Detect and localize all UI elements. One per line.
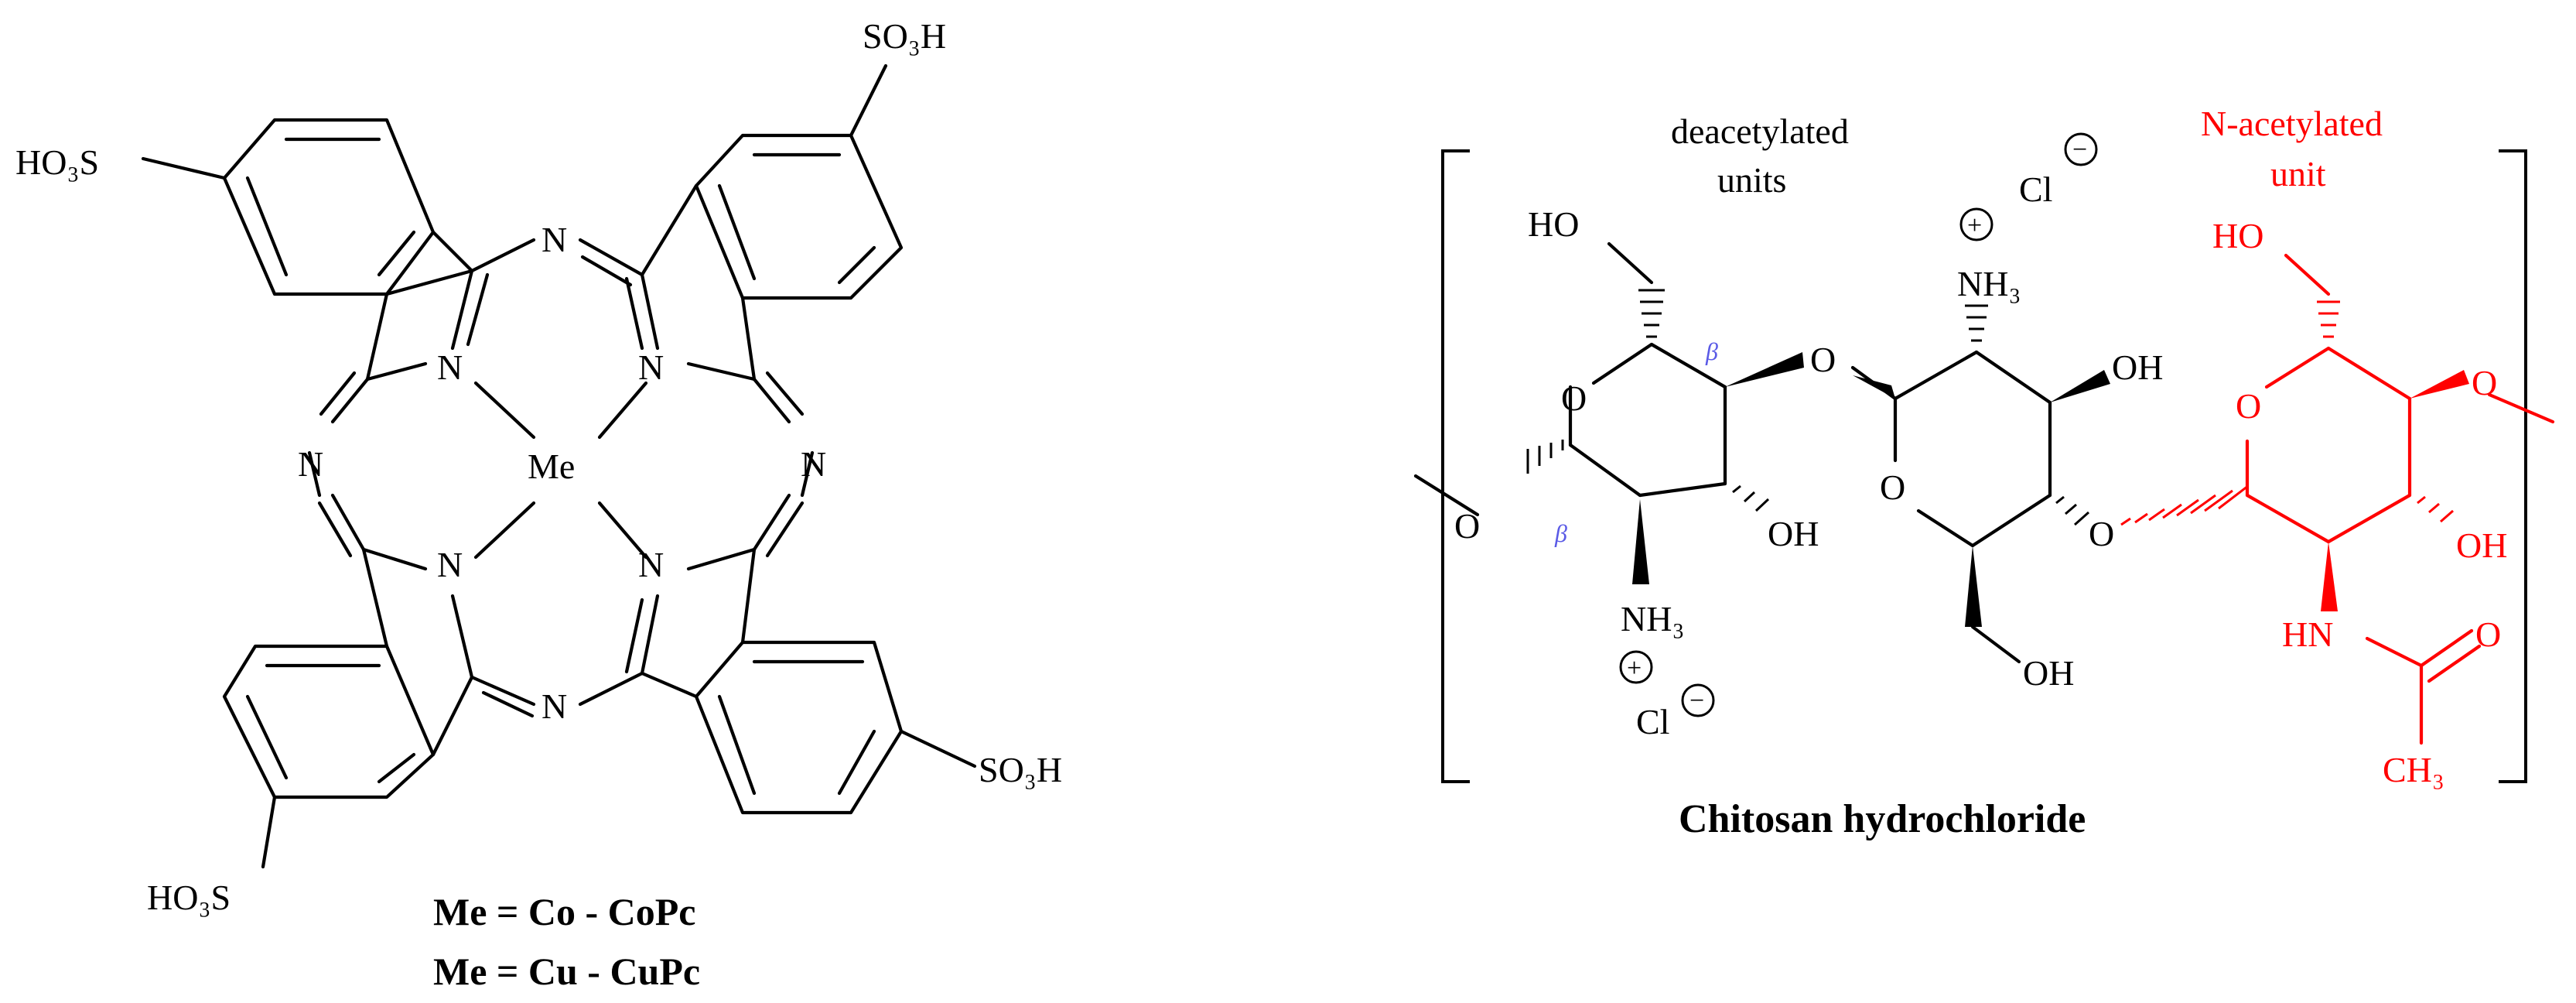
n-acetylglucosamine-unit: HO O O OH HN O CH₃ (2120, 216, 2555, 789)
unit2-minus-circle (2064, 132, 2098, 166)
pyrrole-n-bottom-right: N (638, 545, 664, 584)
unit3-carbonyl-o: O (2475, 614, 2501, 654)
pyrrole-n-top-right: N (638, 347, 664, 387)
meso-n-left: N (298, 444, 323, 484)
unit1-minus-sign: − (1689, 686, 1704, 715)
unit3-ring-o: O (2236, 386, 2261, 426)
bridging-o-1: O (1810, 340, 1836, 379)
unit1-plus-sign: + (1627, 654, 1642, 683)
benzene-ring-bottom-right (694, 640, 904, 815)
center-metal-label: Me (528, 447, 575, 486)
unit2-nh3: NH₃ (1957, 264, 2021, 303)
legend-copper: Me = Cu - CuPc (433, 950, 700, 993)
chitosan-title: Chitosan hydrochloride (1679, 797, 2086, 841)
unit3-ho: HO (2212, 216, 2263, 255)
beta-label-1: β (1705, 337, 1718, 365)
unit3-hn: HN (2282, 614, 2333, 654)
sulfonate-bonds (141, 63, 977, 869)
unit2-minus-sign: − (2072, 135, 2087, 164)
phthalocyanine-structure: N N N N N N N N Me SO₃H HO₃S SO₃H HO₃S M… (15, 16, 1062, 993)
bracket-right (2499, 149, 2527, 783)
deacetylated-label-1: deacetylated (1671, 111, 1849, 151)
bracket-left (1441, 149, 1470, 783)
acetylated-label-1: N-acetylated (2201, 104, 2383, 143)
meso-n-top: N (542, 220, 567, 259)
benzene-ring-top-left (222, 118, 436, 296)
metal-coordination-bonds (473, 381, 648, 560)
deacetylated-label-2: units (1717, 160, 1786, 200)
pyrrole-ring-top-right (624, 183, 805, 424)
glucosamine-unit-2: O O NH₃ + Cl − OH OH O (1810, 132, 2163, 693)
pyrrole-ring-bottom-right (624, 493, 805, 699)
chitosan-structure: deacetylated units N-acetylated unit (1413, 104, 2555, 841)
unit2-oh: OH (2112, 347, 2163, 387)
unit1-oh: OH (1768, 514, 1819, 553)
benzene-ring-top-right (694, 133, 904, 300)
sulfonate-bottom-left: HO₃S (147, 878, 231, 917)
benzene-ring-bottom-left (222, 644, 436, 799)
unit1-minus-circle (1681, 683, 1715, 717)
unit3-glycosidic-o: O (2472, 363, 2497, 402)
legend-cobalt: Me = Co - CoPc (433, 890, 695, 933)
unit3-oh: OH (2456, 525, 2507, 565)
unit3-ch3: CH₃ (2383, 750, 2444, 789)
unit1-cl: Cl (1636, 702, 1669, 741)
meso-n-bottom: N (542, 686, 567, 726)
pyrrole-ring-top-left (319, 230, 490, 424)
beta-label-2: β (1554, 519, 1567, 547)
unit2-plus-circle (1959, 207, 1993, 241)
unit1-nh3: NH₃ (1621, 599, 1684, 638)
pyrrole-n-top-left: N (437, 347, 463, 387)
sulfonate-left: HO₃S (15, 142, 99, 182)
sulfonate-top-right: SO₃H (863, 16, 946, 56)
unit1-glycosidic-o: O (1454, 506, 1480, 546)
acetylated-label-2: unit (2270, 154, 2326, 193)
unit2-ring-o: O (1880, 467, 1905, 507)
pyrrole-n-bottom-left: N (437, 545, 463, 584)
meso-bridges (307, 238, 815, 718)
bridging-o-2: O (2089, 514, 2114, 553)
unit1-ho: HO (1528, 204, 1579, 244)
unit2-cl: Cl (2019, 169, 2052, 209)
unit1-ring-o: O (1561, 378, 1587, 418)
meso-n-right: N (801, 444, 826, 484)
unit1-plus-circle (1619, 650, 1653, 684)
glucosamine-unit-1: HO O O OH NH₃ + Cl − β β (1413, 204, 1819, 741)
sulfonate-bottom-right: SO₃H (979, 750, 1062, 789)
unit2-ch2oh: OH (2023, 653, 2074, 693)
unit2-plus-sign: + (1967, 211, 1982, 240)
pyrrole-ring-bottom-left (317, 493, 474, 757)
